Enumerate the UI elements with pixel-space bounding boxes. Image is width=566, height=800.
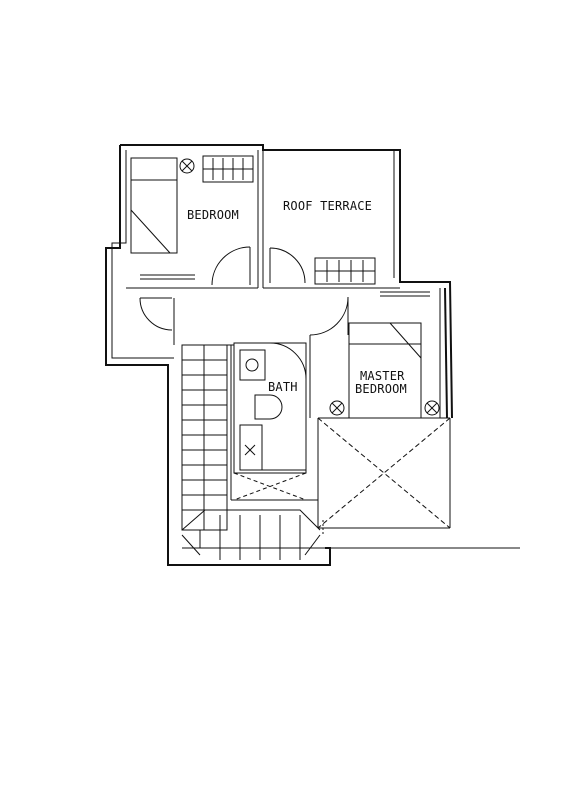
- shower: [239, 424, 263, 471]
- basin: [239, 349, 266, 381]
- lamp-icon: [179, 158, 195, 174]
- staircase: [181, 344, 325, 560]
- corridor: [139, 291, 430, 345]
- bath: BATH: [233, 342, 307, 474]
- door-swing: [309, 296, 349, 336]
- door-swing: [269, 247, 306, 284]
- room-label-bath: BATH: [268, 380, 298, 394]
- bed: [348, 322, 422, 419]
- roof-terrace: ROOF TERRACE: [263, 199, 400, 289]
- lamp-icon: [424, 400, 440, 416]
- room-label-master-2: BEDROOM: [355, 382, 407, 396]
- room-label-bedroom: BEDROOM: [187, 208, 239, 222]
- lamp-icon: [329, 400, 345, 416]
- void: [317, 417, 520, 549]
- bed: [130, 157, 178, 254]
- door-swing: [211, 246, 251, 286]
- room-label-master-1: MASTER: [360, 369, 405, 383]
- room-label-roof-terrace: ROOF TERRACE: [283, 199, 372, 213]
- master-bedroom: MASTER BEDROOM: [309, 322, 440, 419]
- outer-walls: [105, 144, 453, 566]
- bedroom: BEDROOM: [126, 155, 258, 289]
- door-swing: [139, 297, 173, 331]
- toilet: [254, 394, 283, 420]
- door-swing: [269, 342, 307, 380]
